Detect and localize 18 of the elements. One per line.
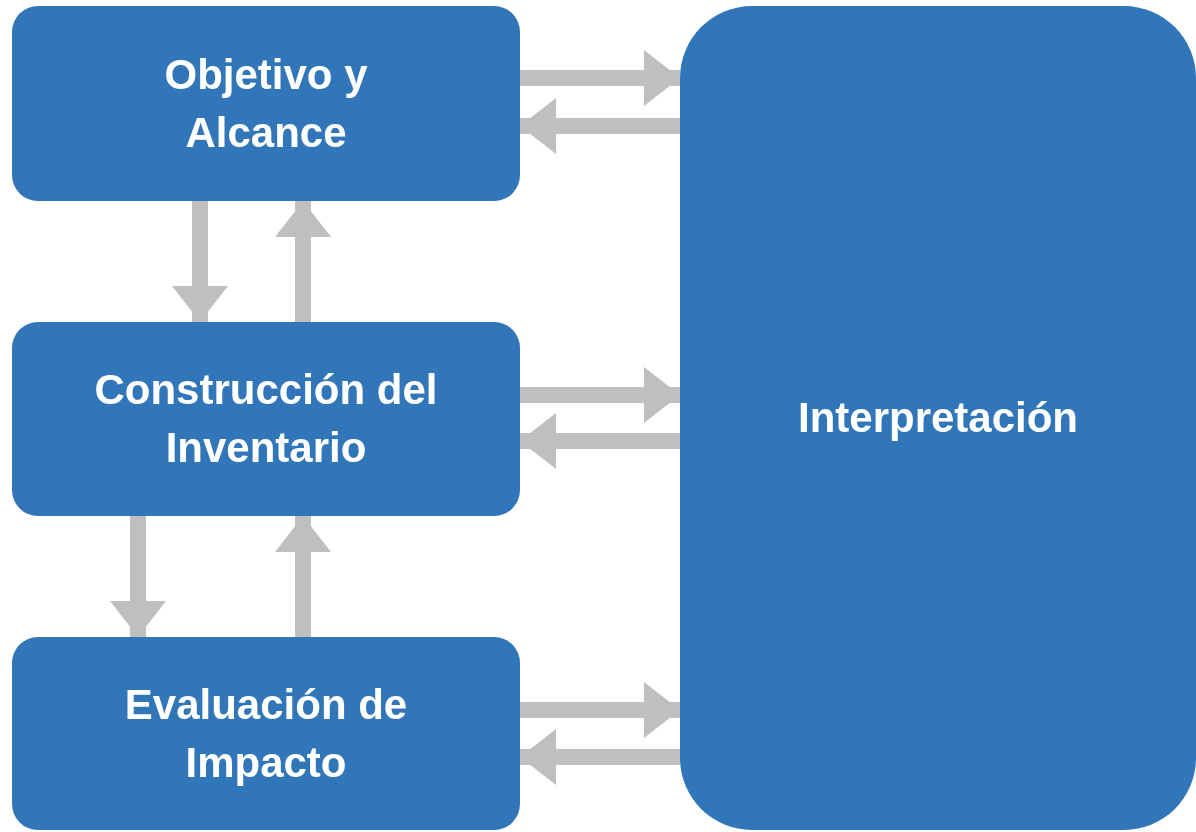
block-arrow	[275, 201, 331, 322]
box-label: Construcción del Inventario	[93, 365, 439, 473]
process-box	[12, 6, 520, 201]
process-box	[12, 637, 520, 830]
process-box	[12, 322, 520, 516]
block-arrow	[520, 682, 680, 738]
block-arrow	[520, 413, 680, 469]
box-label: Interpretación	[797, 393, 1079, 443]
block-arrow	[520, 367, 680, 423]
box-label: Evaluación de Impacto	[123, 679, 409, 788]
block-arrow	[110, 516, 166, 637]
block-arrow	[172, 201, 228, 322]
block-arrow	[520, 729, 680, 785]
block-arrow	[520, 98, 680, 154]
box-label: Objetivo y Alcance	[163, 49, 369, 158]
process-box	[680, 6, 1196, 830]
block-arrow	[520, 50, 680, 106]
block-arrow	[275, 516, 331, 637]
